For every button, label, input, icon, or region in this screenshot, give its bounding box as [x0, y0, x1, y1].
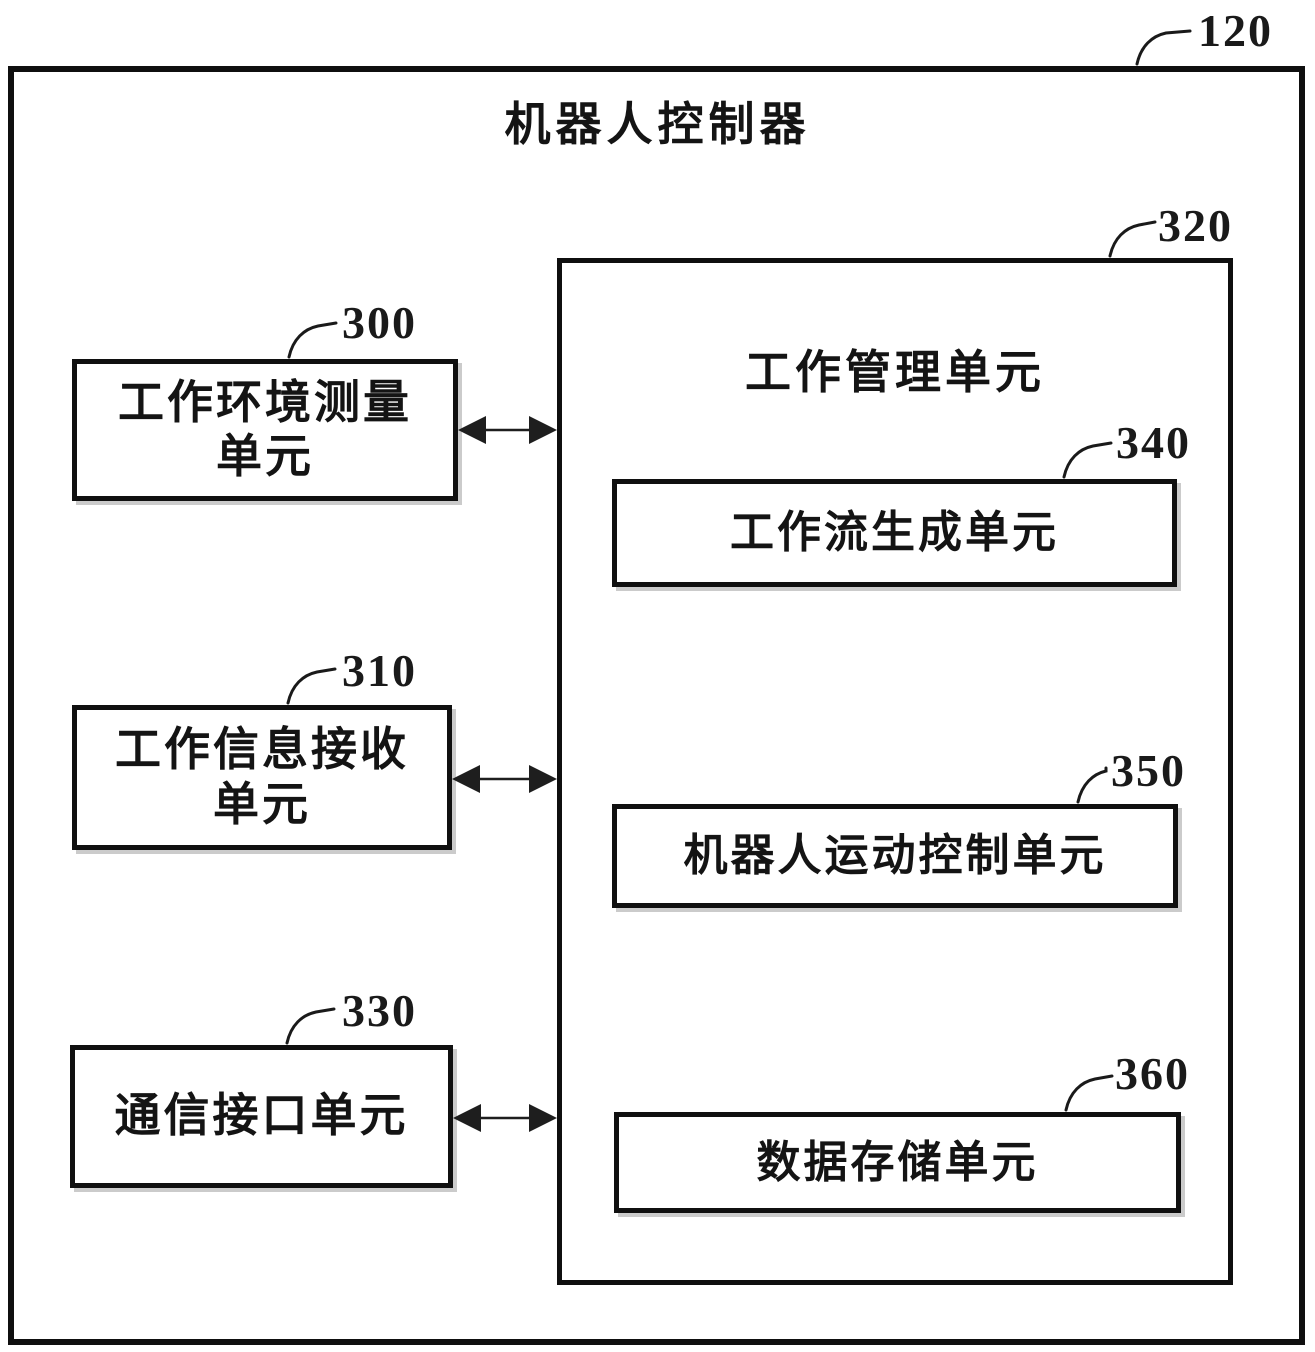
- figure-title: 机器人控制器: [504, 99, 811, 150]
- data-storage-unit-box: 数据存储单元: [614, 1112, 1181, 1213]
- box-300-label-line1: 工作环境测量: [118, 376, 412, 428]
- work-environment-measurement-unit-box: 工作环境测量 单元: [72, 359, 458, 501]
- leader-line-120: [1135, 29, 1192, 66]
- ref-label-120: 120: [1198, 5, 1273, 56]
- box-300-label-line2: 单元: [216, 431, 314, 482]
- ref-label-360: 360: [1115, 1048, 1190, 1099]
- work-management-unit-title: 工作管理单元: [745, 347, 1045, 398]
- box-350-label: 机器人运动控制单元: [683, 831, 1107, 881]
- box-310-label-line2: 单元: [213, 778, 311, 830]
- ref-label-350: 350: [1111, 745, 1186, 796]
- ref-label-320: 320: [1158, 200, 1233, 251]
- ref-label-340: 340: [1116, 417, 1191, 468]
- robot-motion-control-unit-box: 机器人运动控制单元: [612, 804, 1178, 908]
- box-360-label: 数据存储单元: [756, 1137, 1039, 1187]
- ref-label-330: 330: [342, 985, 417, 1036]
- ref-label-300: 300: [342, 297, 417, 348]
- robot-controller-box: [8, 66, 1305, 1345]
- box-330-label-line1: 通信接口单元: [114, 1090, 409, 1142]
- box-340-label: 工作流生成单元: [730, 508, 1059, 558]
- work-information-receiving-unit-box: 工作信息接收 单元: [72, 705, 452, 850]
- workflow-generation-unit-box: 工作流生成单元: [612, 479, 1177, 587]
- communication-interface-unit-box: 通信接口单元: [70, 1045, 453, 1188]
- box-310-label-line1: 工作信息接收: [115, 724, 409, 776]
- ref-label-310: 310: [342, 645, 417, 696]
